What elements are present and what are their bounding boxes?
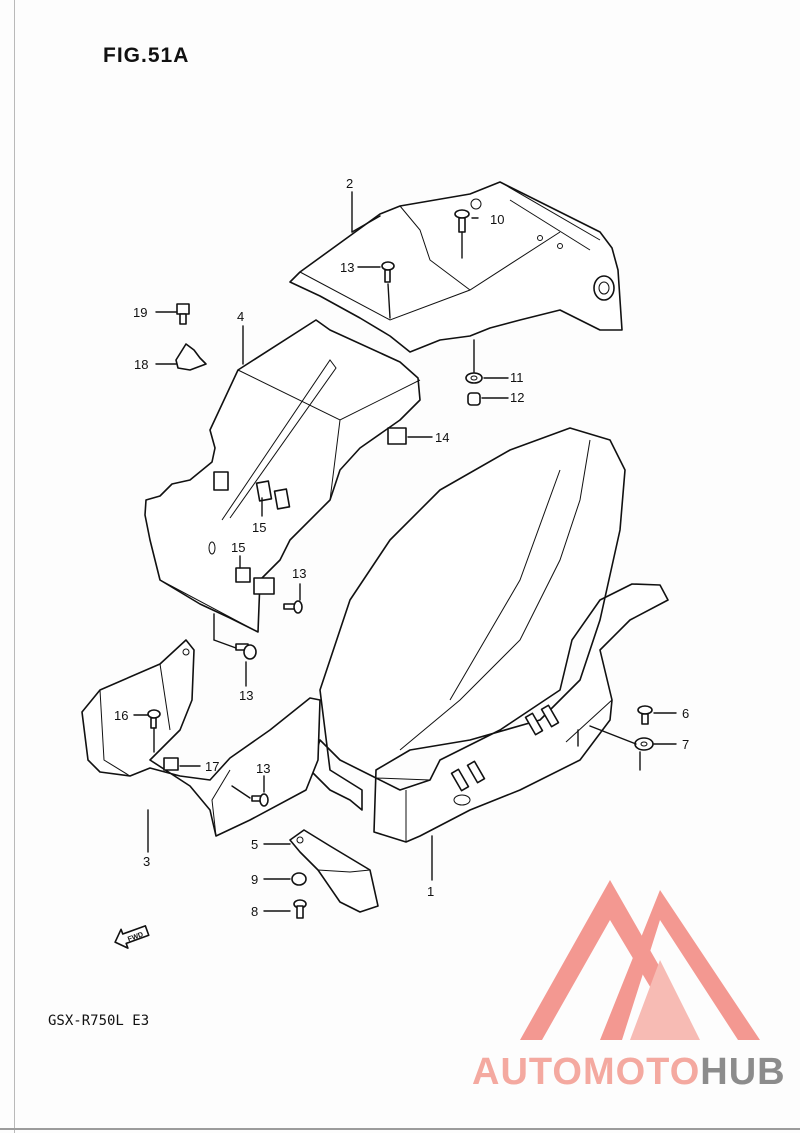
callout-10: 10 bbox=[490, 212, 504, 227]
callout-14: 13 bbox=[239, 688, 253, 703]
watermark-text: AUTOMOTOHUB bbox=[472, 1051, 786, 1093]
bolt-14-icon bbox=[235, 643, 257, 660]
page-left-edge bbox=[14, 0, 15, 1133]
callout-13-mid: 13 bbox=[292, 566, 306, 581]
part-3-splash-guard bbox=[81, 639, 321, 837]
callout-9: 9 bbox=[251, 872, 258, 887]
watermark-triangle-right bbox=[600, 890, 760, 1040]
callout-11: 11 bbox=[510, 370, 524, 385]
callout-labels: 2 10 13 19 4 18 11 12 14 15 15 13 13 16 … bbox=[114, 176, 689, 919]
part-4-inner-fender bbox=[144, 319, 421, 633]
part-5-bracket bbox=[289, 829, 379, 913]
bolt-19-icon bbox=[176, 303, 190, 325]
part-2-rear-cover bbox=[289, 181, 623, 353]
callout-8: 8 bbox=[251, 904, 258, 919]
callout-15-mid: 15 bbox=[252, 520, 266, 535]
watermark-text-part1: AUTOMOTO bbox=[472, 1051, 700, 1093]
callout-3: 3 bbox=[143, 854, 150, 869]
callout-13-upper: 13 bbox=[340, 260, 354, 275]
leader-lines bbox=[133, 191, 677, 912]
screw-13-mid-icon bbox=[283, 600, 303, 614]
page-bottom-edge bbox=[0, 1128, 800, 1130]
callout-2: 2 bbox=[346, 176, 353, 191]
callout-17: 17 bbox=[205, 759, 219, 774]
callout-4: 4 bbox=[237, 309, 244, 324]
part-18-clip bbox=[175, 343, 207, 371]
watermark-text-part2: HUB bbox=[700, 1051, 785, 1093]
bolt-8-icon bbox=[293, 899, 307, 919]
screw-13-lower-icon bbox=[251, 793, 269, 807]
model-label: GSX-R750L E3 bbox=[48, 1013, 150, 1029]
fwd-arrow-icon: FWD bbox=[114, 925, 150, 949]
watermark-triangle-inner bbox=[630, 960, 700, 1040]
callout-7: 7 bbox=[682, 737, 689, 752]
callout-5: 5 bbox=[251, 837, 258, 852]
callout-16: 16 bbox=[114, 708, 128, 723]
screw-6-icon bbox=[637, 705, 653, 725]
screw-13-upper-icon bbox=[381, 261, 395, 283]
nut-9-icon bbox=[291, 872, 307, 886]
washer-7-icon bbox=[634, 737, 654, 751]
watermark-triangle-left bbox=[520, 880, 690, 1040]
watermark-logo bbox=[520, 880, 760, 1040]
callout-19: 19 bbox=[133, 305, 147, 320]
callout-15-lower: 15 bbox=[231, 540, 245, 555]
fasteners bbox=[147, 209, 654, 919]
callout-12: 12 bbox=[510, 390, 524, 405]
grommet-12-icon bbox=[467, 392, 481, 406]
part-1-rear-fender bbox=[309, 427, 669, 843]
callout-13-lower: 13 bbox=[256, 761, 270, 776]
figure-title: FIG.51A bbox=[103, 44, 190, 67]
callout-1: 1 bbox=[427, 884, 434, 899]
nut-11-icon bbox=[465, 372, 483, 384]
callout-18: 18 bbox=[134, 357, 148, 372]
callout-15-upper: 14 bbox=[435, 430, 449, 445]
callout-6: 6 bbox=[682, 706, 689, 721]
